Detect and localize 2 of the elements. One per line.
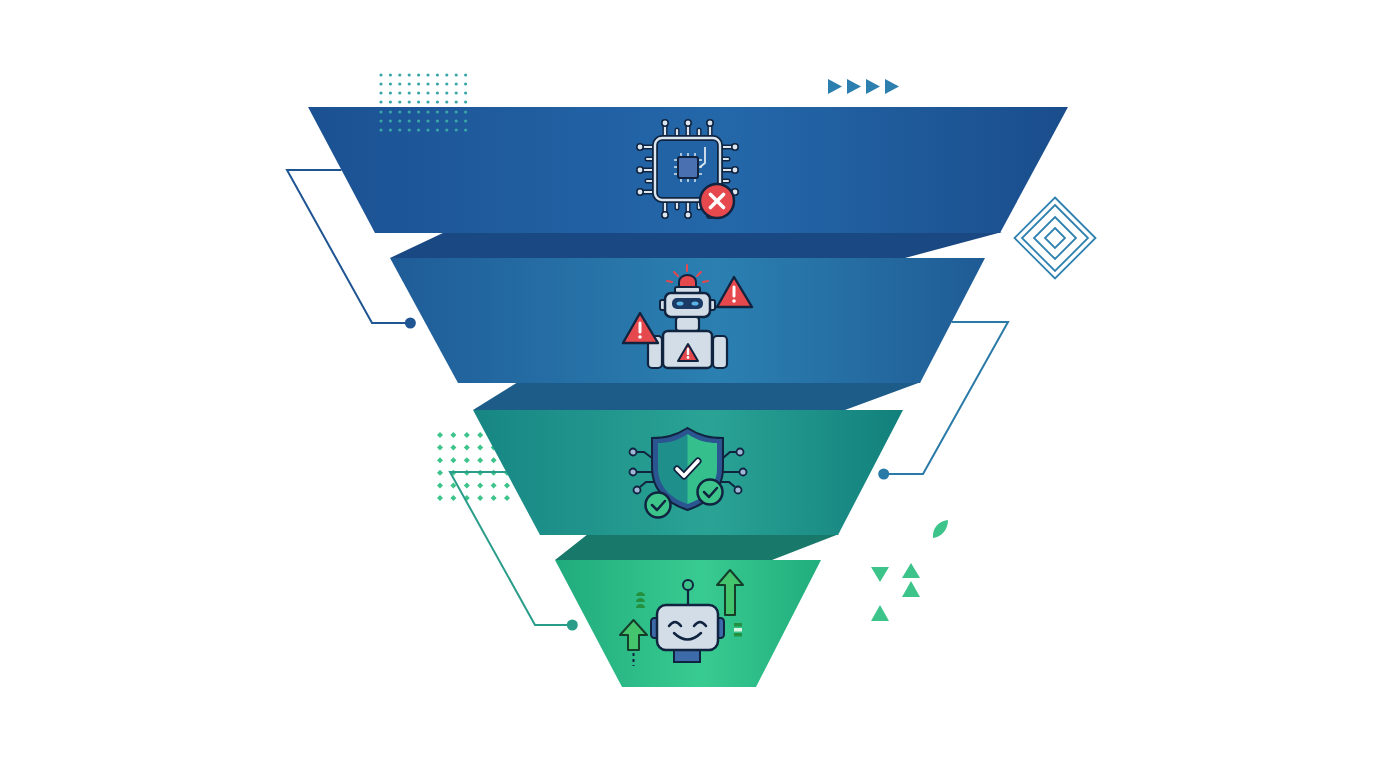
connector-line	[448, 471, 578, 631]
connector-line	[285, 169, 416, 329]
